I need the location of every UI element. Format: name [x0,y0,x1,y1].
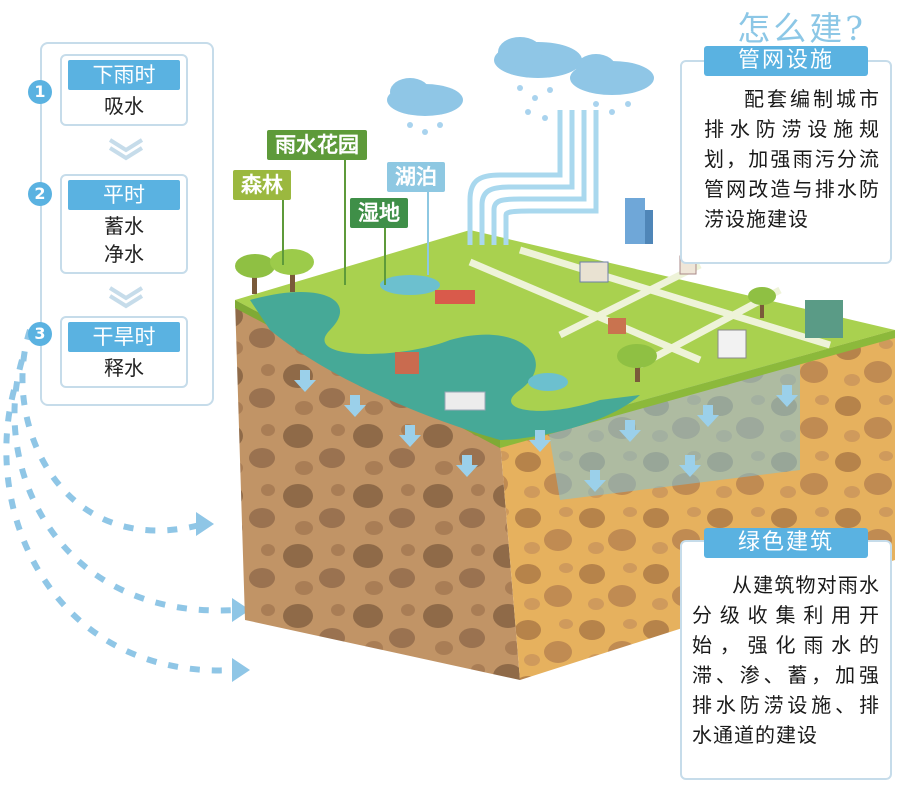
how-to-build-title: 怎么建? [737,9,866,48]
forest-label: 森林 [233,170,291,200]
pipes [467,110,599,245]
pipe-network-heading: 管网设施 [704,46,868,76]
buildings [395,198,843,411]
roads [468,246,832,369]
pipe-network-box: 管网设施 配套编制城市排水防涝设施规划，加强雨污分流管网改造与排水防涝设施建设 [680,46,892,264]
chevron-down-icon [108,138,144,161]
step-1-card: 下雨时 吸水 [60,54,188,126]
soil-left-face [235,300,520,680]
wetland-label: 湿地 [350,198,408,228]
river [250,291,640,440]
groundwater [545,350,800,500]
step-2-number: 2 [28,182,52,206]
rain-garden-label: 雨水花园 [267,130,367,160]
green-building-text: 从建筑物对雨水分级收集利用开始，强化雨水的滞、渗、蓄，加强排水防涝设施、排水通道… [692,573,880,747]
flow-arrows [3,329,236,674]
step-3-card: 干旱时 释水 [60,316,188,388]
pipe-network-text: 配套编制城市排水防涝设施规划，加强雨污分流管网改造与排水防涝设施建设 [704,87,880,231]
step-1-body: 吸水 [104,94,144,118]
green-building-heading: 绿色建筑 [704,528,868,558]
step-3-number: 3 [28,322,52,346]
step-2-body: 蓄水 净水 [104,214,144,266]
step-2-title: 平时 [68,180,180,210]
step-2-card: 平时 蓄水 净水 [60,174,188,274]
step-3-title: 干旱时 [68,322,180,352]
trees [235,249,776,382]
infiltration-arrows [294,370,798,492]
green-building-box: 绿色建筑 从建筑物对雨水分级收集利用开始，强化雨水的滞、渗、蓄，加强排水防涝设施… [680,528,892,780]
steps-panel: 1 下雨时 吸水 2 平时 蓄水 净水 3 干旱时 释水 [28,42,214,406]
lake-label: 湖泊 [387,162,445,192]
step-3-body: 释水 [104,356,144,380]
step-1-title: 下雨时 [68,60,180,90]
chevron-down-icon [108,286,144,309]
rain-cloud-icon [387,37,654,116]
step-1-number: 1 [28,80,52,104]
